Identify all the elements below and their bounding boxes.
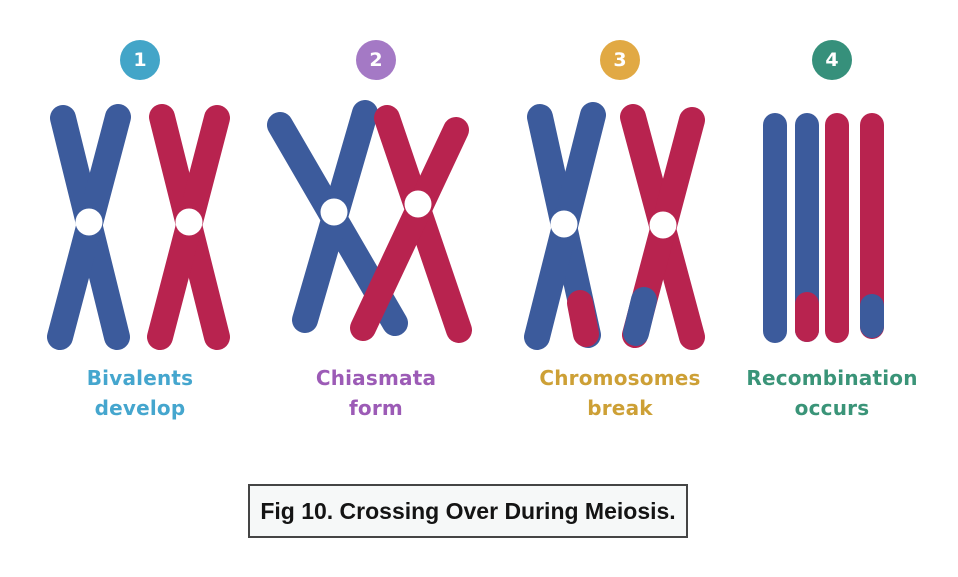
step-label-line: break (587, 396, 653, 420)
centromere (649, 211, 677, 239)
step-number: 1 (133, 48, 147, 71)
red-chromosome-arm (350, 117, 469, 341)
figure-caption-box: Fig 10. Crossing Over During Meiosis. (248, 484, 688, 538)
blue-crossover-tip (623, 287, 657, 346)
step-number: 4 (825, 48, 839, 71)
step-1-chromosome-diagram (47, 104, 230, 350)
step-4-label: Recombination occurs (722, 363, 942, 423)
step-3-badge: 3 (600, 40, 640, 80)
step-label-line: Chromosomes (539, 366, 701, 390)
step-label-line: Chiasmata (315, 366, 437, 390)
step-1-label: Bivalents develop (30, 363, 250, 423)
step-label-line: occurs (794, 396, 870, 420)
step-1-badge: 1 (120, 40, 160, 80)
step-3-chromosome-diagram (524, 102, 705, 350)
step-1-panel: 1 Bivalents develop (30, 0, 250, 440)
figure-caption: Fig 10. Crossing Over During Meiosis. (260, 497, 676, 524)
step-number: 2 (369, 48, 383, 71)
step-number: 3 (613, 48, 627, 71)
centromere (175, 208, 203, 236)
centromere (404, 190, 432, 218)
centromere (320, 198, 348, 226)
step-2-chromosome-diagram (267, 100, 472, 343)
step-label-line: develop (94, 396, 186, 420)
step-4-chromosome-diagram (763, 113, 884, 343)
step-3-panel: 3 Chromosomes break (510, 0, 730, 440)
step-2-badge: 2 (356, 40, 396, 80)
centromere (550, 210, 578, 238)
step-4-badge: 4 (812, 40, 852, 80)
step-label-line: form (349, 396, 403, 420)
step-2-label: Chiasmata form (266, 363, 486, 423)
red-crossover-tip (567, 290, 599, 347)
step-3-label: Chromosomes break (510, 363, 730, 423)
step-4-panel: 4 Recombination occurs (722, 0, 942, 440)
step-2-panel: 2 Chiasmata form (266, 0, 486, 440)
step-label-line: Recombination (746, 366, 918, 390)
centromere (75, 208, 103, 236)
step-label-line: Bivalents (86, 366, 194, 390)
